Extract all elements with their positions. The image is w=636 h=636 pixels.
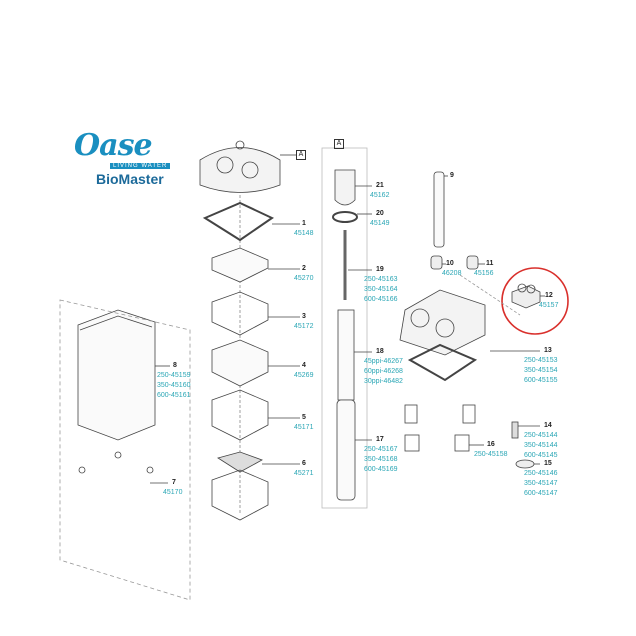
highlighted-part-12-drawing <box>511 283 545 309</box>
pump-head-drawing <box>199 140 281 193</box>
logo-product: BioMaster <box>96 171 164 187</box>
seal-ring-drawing <box>202 201 275 242</box>
part-label-9: 9 <box>450 172 454 179</box>
foam-drawing <box>211 247 269 283</box>
detail-marker: A <box>334 139 344 149</box>
highlight-circle <box>501 267 569 335</box>
logo-brand: Oase <box>74 128 153 163</box>
detail-marker: A <box>296 150 306 160</box>
basket-drawing <box>211 291 269 336</box>
logo-tagline: LIVING WATER <box>110 163 171 169</box>
canister-drawing <box>77 309 156 441</box>
